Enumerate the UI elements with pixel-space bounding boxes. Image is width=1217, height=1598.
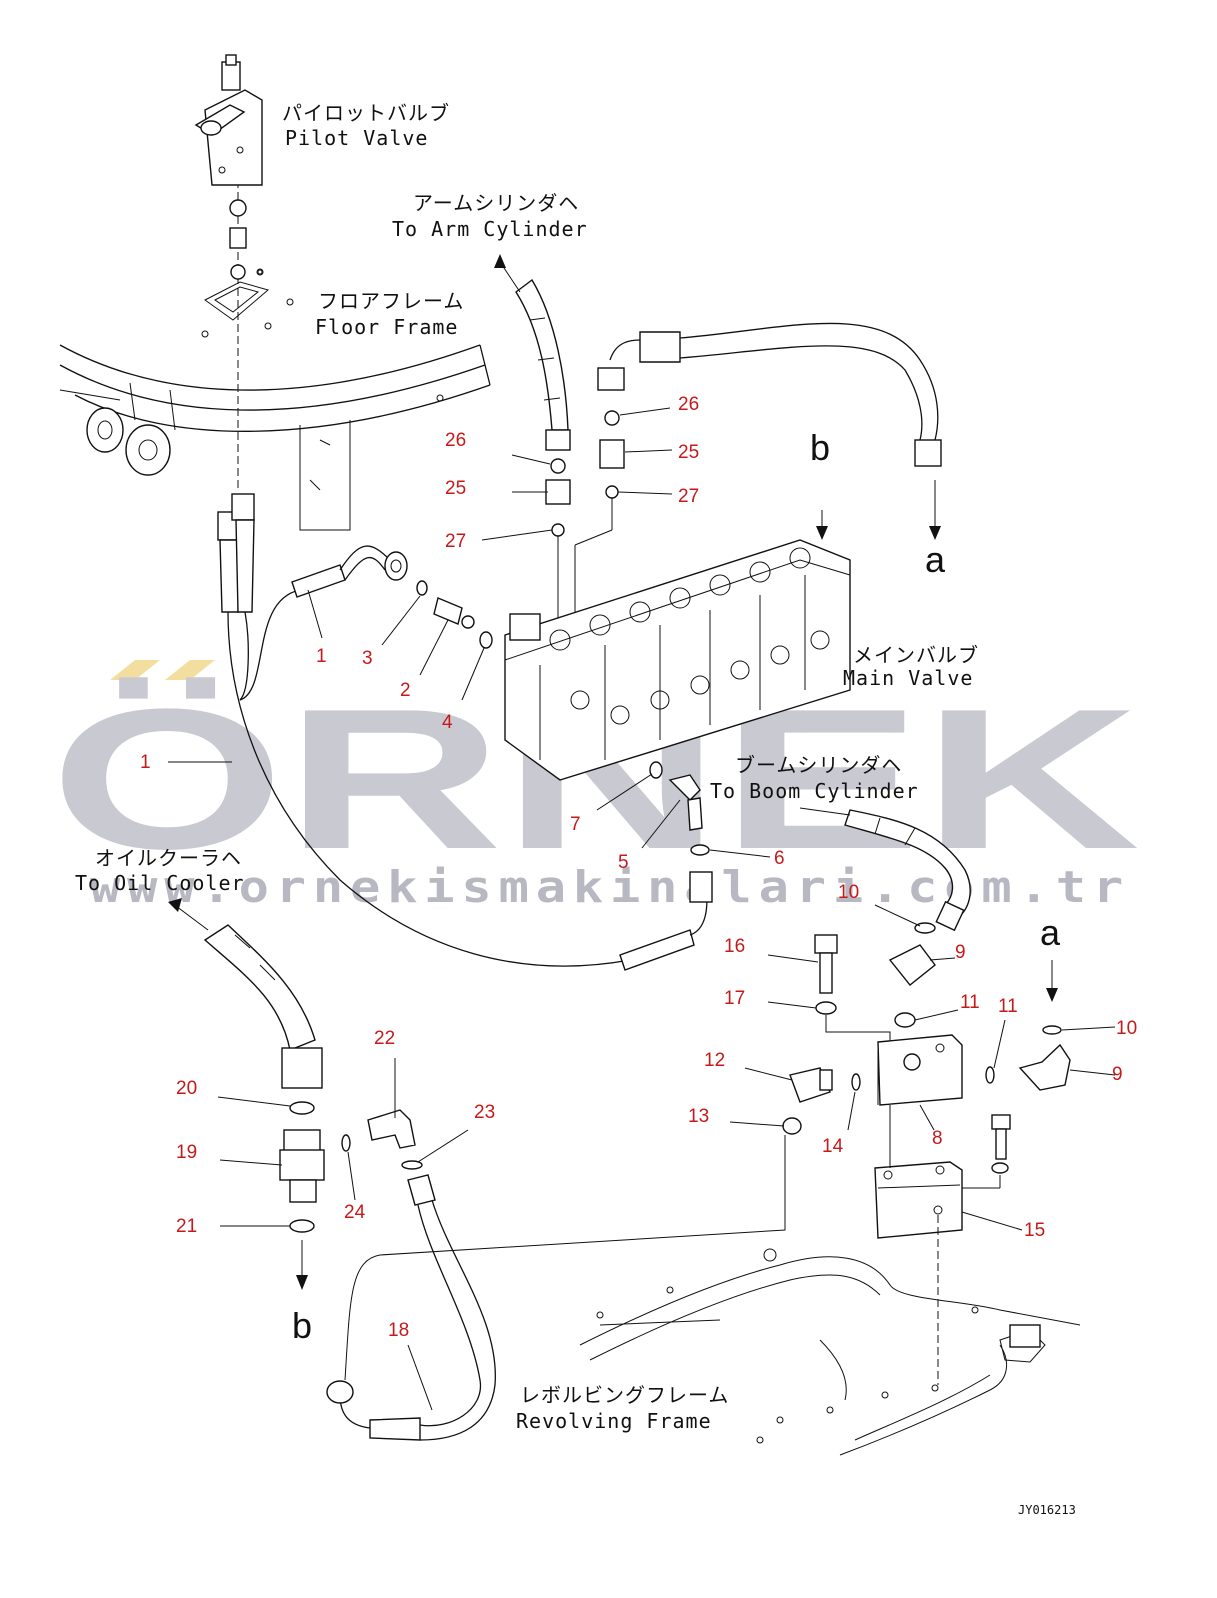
revolving-frame-drawing <box>579 1248 1081 1456</box>
watermark-url: www.ornekismakinalari.com.tr <box>90 862 1130 913</box>
main-valve-label-jp: メインバルブ <box>853 643 979 667</box>
part-number-23: 23 <box>474 1102 495 1123</box>
connector-letters: a b a b <box>292 427 1061 1346</box>
part-number-26b: 26 <box>678 394 699 415</box>
connector-a-right: a <box>1040 912 1061 953</box>
part-number-26a: 26 <box>445 430 466 451</box>
arrow-down-a <box>929 526 941 540</box>
watermark-accent-mark-2 <box>165 660 215 680</box>
hose-18 <box>326 1135 786 1441</box>
floor-frame-drawing <box>59 180 491 531</box>
part-number-13: 13 <box>688 1106 709 1127</box>
part-number-5: 5 <box>618 852 629 873</box>
pilot-valve-label-en: Pilot Valve <box>285 126 428 150</box>
watermark-accent-mark <box>110 660 160 680</box>
floor-frame-label-en: Floor Frame <box>315 315 458 339</box>
part-number-2: 2 <box>400 680 411 701</box>
arrow-down-b-bottom <box>296 1275 308 1290</box>
revolving-frame-label-jp: レボルビングフレーム <box>520 1383 729 1407</box>
arm-cylinder-label-en: To Arm Cylinder <box>392 217 588 241</box>
part-number-27b: 27 <box>678 486 699 507</box>
part-number-15: 15 <box>1024 1220 1045 1241</box>
part-number-7: 7 <box>570 814 581 835</box>
part-number-27a: 27 <box>445 531 466 552</box>
part-number-18: 18 <box>388 1320 409 1341</box>
part-number-1a: 1 <box>140 752 151 773</box>
main-valve-label-en: Main Valve <box>843 666 973 690</box>
pilot-valve-drawing <box>194 54 263 280</box>
block-group <box>782 922 1071 1392</box>
boom-cylinder-hose <box>649 761 971 932</box>
boom-cylinder-label-en: To Boom Cylinder <box>710 779 919 803</box>
leader-lines <box>168 407 1116 1411</box>
part-number-11a: 11 <box>960 992 980 1013</box>
part-number-25b: 25 <box>678 442 699 463</box>
oil-cooler-label-jp: オイルクーラヘ <box>95 846 242 870</box>
revolving-frame-label-en: Revolving Frame <box>516 1409 712 1433</box>
connector-a-top: a <box>925 539 946 580</box>
main-valve-drawing <box>504 510 851 781</box>
part-number-17: 17 <box>724 988 745 1009</box>
drawing-code: JY016213 <box>1018 1503 1076 1517</box>
pilot-valve-label-jp: パイロットバルブ <box>282 101 450 125</box>
part-number-10a: 10 <box>838 882 859 903</box>
arm-cylinder-label-jp: アームシリンダヘ <box>413 191 579 215</box>
floor-frame-label-jp: フロアフレーム <box>318 289 464 313</box>
part-number-14: 14 <box>822 1136 844 1157</box>
connector-b-bottom: b <box>292 1305 312 1346</box>
part-number-22: 22 <box>374 1028 395 1049</box>
part-number-10b: 10 <box>1116 1018 1137 1039</box>
part-number-20: 20 <box>176 1078 197 1099</box>
part-number-11b: 11 <box>998 996 1018 1017</box>
main-right-hose <box>574 322 942 650</box>
part-number-12: 12 <box>704 1050 725 1071</box>
part-number-1b: 1 <box>316 646 327 667</box>
boom-cylinder-label-jp: ブームシリンダヘ <box>735 753 902 777</box>
part-number-3: 3 <box>362 648 373 669</box>
hose-1-long <box>217 493 713 971</box>
oil-cooler-label-en: To Oil Cooler <box>75 871 245 895</box>
arrow-down-a-right <box>1046 988 1058 1002</box>
part-number-25a: 25 <box>445 478 466 499</box>
part-number-4: 4 <box>442 712 453 733</box>
part-number-19: 19 <box>176 1142 197 1163</box>
connector-b-top: b <box>810 427 830 468</box>
part-number-labels: 26 25 27 26 25 27 1 3 2 4 1 7 5 6 10 9 1… <box>140 394 1137 1341</box>
part-number-9a: 9 <box>955 942 966 963</box>
part-number-24: 24 <box>344 1202 366 1223</box>
arrow-down-b-top <box>816 526 828 540</box>
part-number-9b: 9 <box>1112 1064 1123 1085</box>
part-number-21: 21 <box>176 1216 197 1237</box>
part-number-8: 8 <box>932 1128 943 1149</box>
part-number-16: 16 <box>724 936 745 957</box>
component-labels: パイロットバルブ Pilot Valve アームシリンダヘ To Arm Cyl… <box>75 101 979 1433</box>
hose-1-short <box>239 545 493 701</box>
arm-cylinder-hose <box>494 254 571 645</box>
part-number-6: 6 <box>774 848 785 869</box>
oil-cooler-hose <box>168 898 423 1290</box>
arrow-up-arm <box>494 254 506 268</box>
